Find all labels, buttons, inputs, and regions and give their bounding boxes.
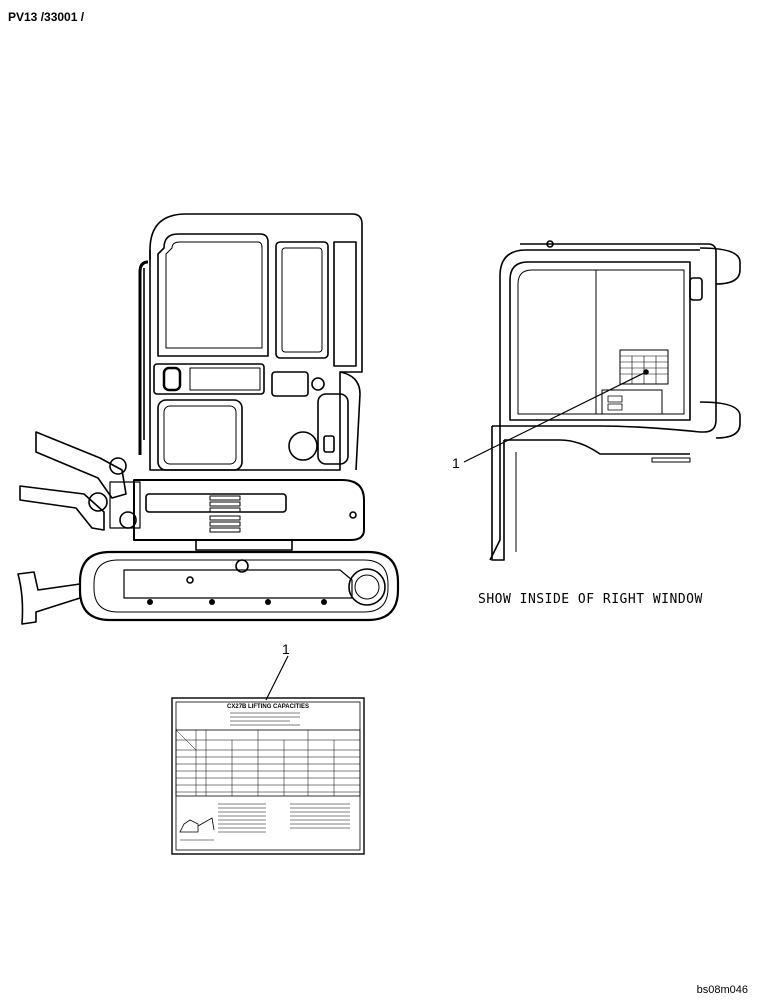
lifting-capacity-decal bbox=[171, 655, 365, 855]
cab-interior-view bbox=[463, 240, 741, 561]
drawing-reference: PV13 /33001 / bbox=[8, 10, 85, 24]
cab-view-caption: SHOW INSIDE OF RIGHT WINDOW bbox=[478, 592, 703, 607]
decal-title: CX27B LIFTING CAPACITIES bbox=[227, 704, 309, 710]
callout-number-decal: 1 bbox=[282, 641, 290, 657]
callout-number-cab: 1 bbox=[452, 455, 460, 471]
excavator-side-view bbox=[17, 213, 400, 625]
drawing-code: bs08m046 bbox=[696, 984, 748, 996]
